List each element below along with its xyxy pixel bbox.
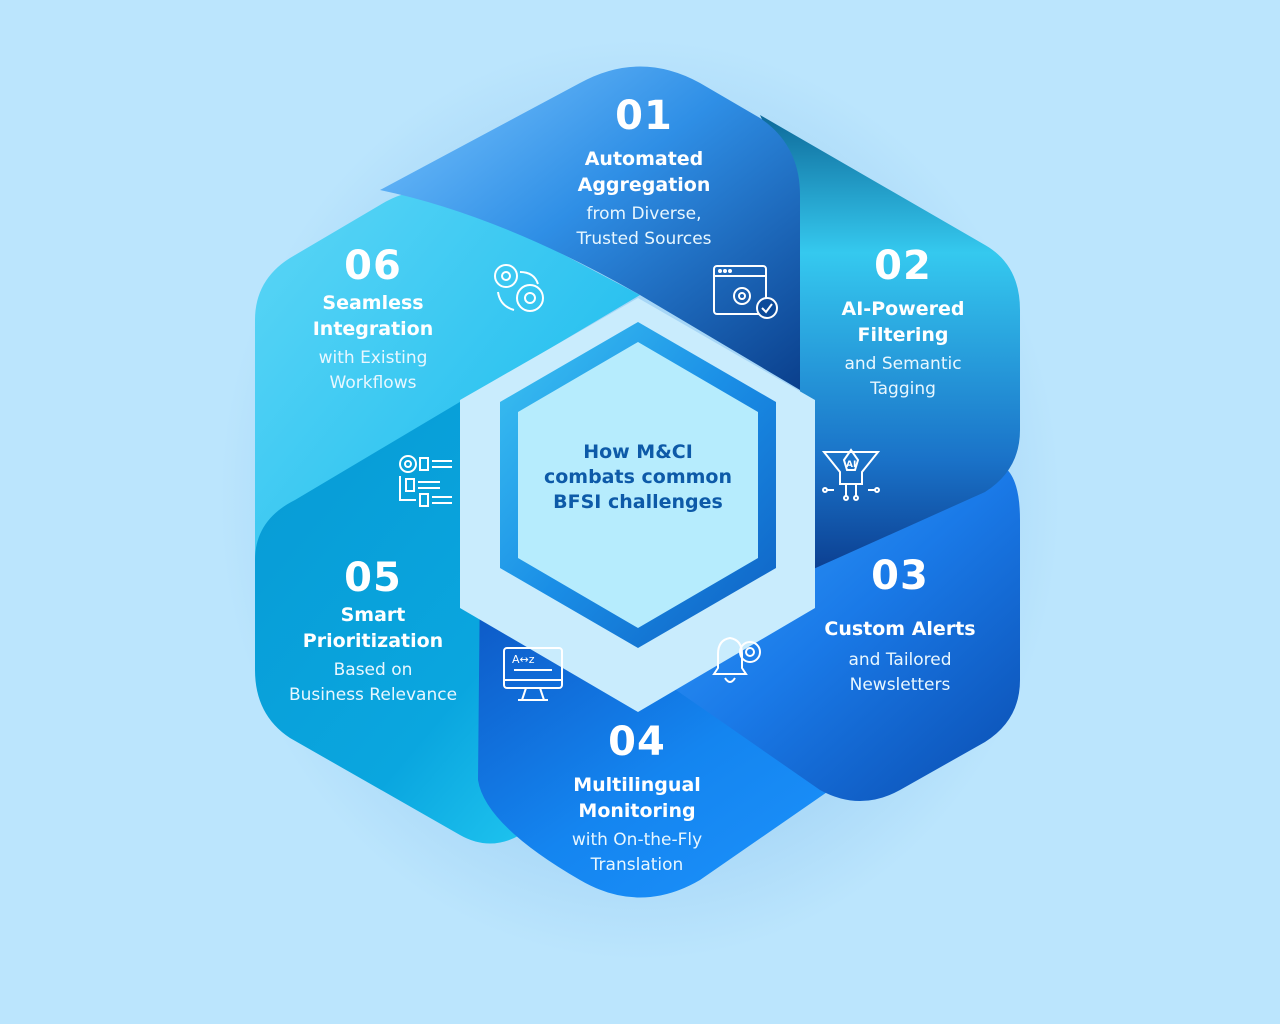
gears-icon (494, 264, 544, 312)
settings-window-check-icon (713, 265, 778, 319)
segment-05-sub-2: Business Relevance (288, 685, 458, 705)
segment-04: 04 Multilingual Monitoring with On-the-F… (537, 722, 737, 878)
segment-02-sub-2: Tagging (870, 379, 936, 399)
segment-05: 05 Smart Prioritization Based on Busines… (268, 558, 478, 708)
center-title: How M&CI combats common BFSI challenges (520, 440, 756, 515)
segment-03-number: 03 (871, 553, 929, 599)
segment-02-sub-1: and Semantic (844, 354, 962, 374)
segment-06-sub-2: Workflows (329, 373, 417, 393)
segment-02-number: 02 (874, 243, 932, 289)
segment-04-sub-1: with On-the-Fly (571, 830, 703, 850)
segment-06-number: 06 (344, 243, 402, 289)
segment-04-title-1: Multilingual (573, 774, 701, 796)
segment-01-shape (380, 66, 800, 390)
segment-03: 03 Custom Alerts and Tailored Newsletter… (800, 556, 1000, 698)
segment-06-title-1: Seamless (322, 292, 424, 314)
segment-05-sub-1: Based on (333, 660, 413, 680)
segment-03-sub-2: Newsletters (849, 675, 951, 695)
center-hexagon-face (518, 342, 758, 628)
segment-01-sub-1: from Diverse, (586, 204, 702, 224)
segment-01-title-2: Aggregation (577, 174, 711, 196)
segment-01-title-1: Automated (584, 148, 704, 170)
segment-03-title-1: Custom Alerts (824, 618, 976, 640)
priority-list-icon (399, 455, 452, 507)
segment-06-title-2: Integration (312, 318, 434, 340)
segment-02-shape (760, 115, 1020, 575)
center-line-1: How M&CI (583, 441, 693, 463)
segment-04-title-2: Monitoring (578, 800, 696, 822)
segment-06: 06 Seamless Integration with Existing Wo… (273, 246, 473, 396)
center-line-3: BFSI challenges (553, 491, 723, 513)
svg-text:AI: AI (846, 460, 856, 470)
segment-05-title-1: Smart (340, 604, 406, 626)
segment-05-title-2: Prioritization (302, 630, 444, 652)
ai-funnel-icon: AI (822, 448, 880, 501)
segment-01-number: 01 (615, 93, 673, 139)
segment-04-sub-2: Translation (590, 855, 684, 875)
segment-01: 01 Automated Aggregation from Diverse, T… (544, 96, 744, 252)
segment-02-title-2: Filtering (857, 324, 949, 346)
bell-gear-icon (712, 636, 761, 683)
segment-04-number: 04 (608, 719, 666, 765)
center-line-2: combats common (543, 466, 733, 488)
svg-text:A↔ᴢ: A↔ᴢ (512, 653, 535, 666)
segment-05-number: 05 (344, 555, 402, 601)
translation-monitor-icon: A↔ᴢ (503, 647, 563, 701)
segment-06-sub-1: with Existing (318, 348, 428, 368)
segment-03-sub-1: and Tailored (848, 650, 952, 670)
segment-02: 02 AI-Powered Filtering and Semantic Tag… (803, 246, 1003, 402)
segment-03-shape (640, 461, 1020, 801)
segment-01-sub-2: Trusted Sources (576, 229, 712, 249)
segment-02-title-1: AI-Powered (841, 298, 965, 320)
